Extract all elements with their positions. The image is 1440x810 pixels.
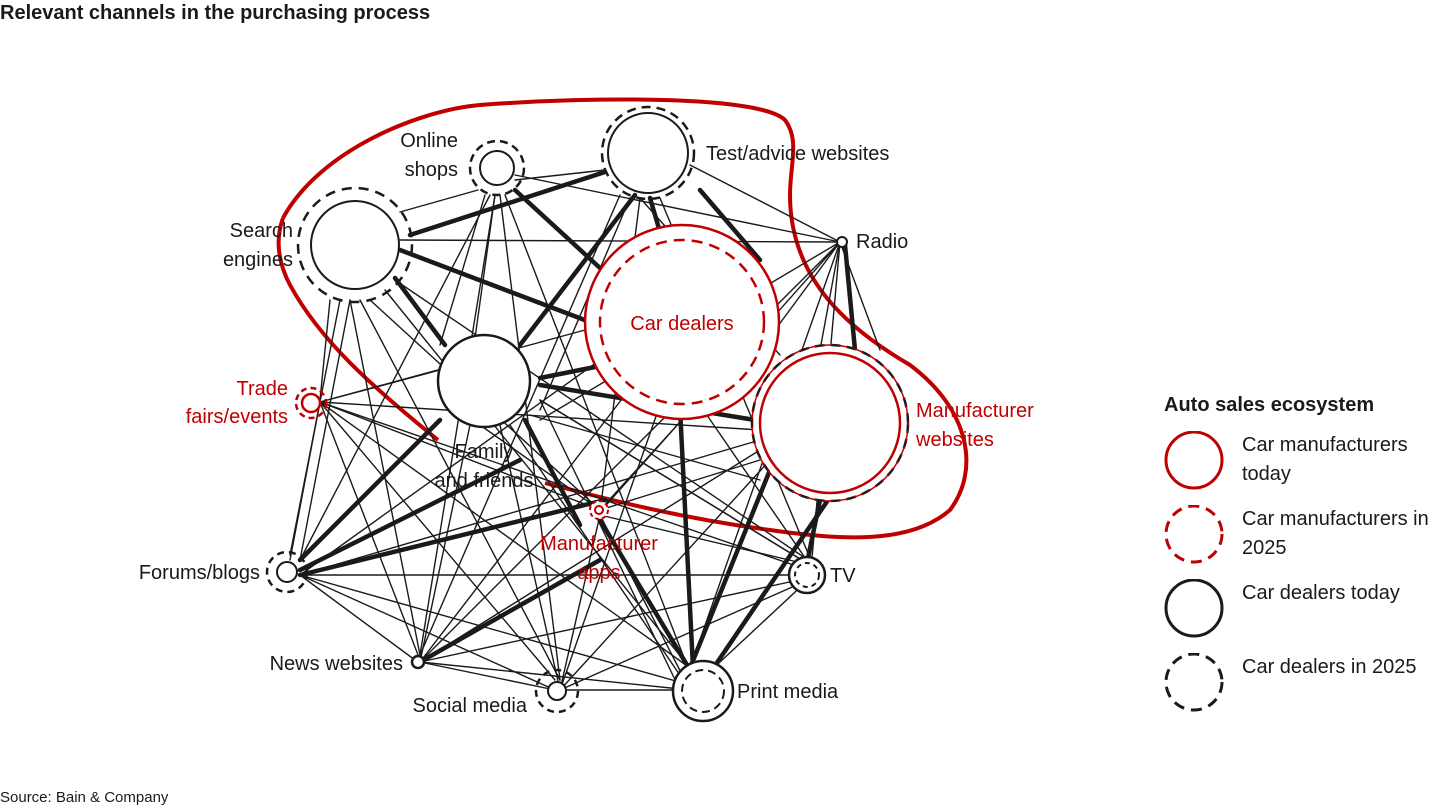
news-websites-node	[410, 654, 426, 670]
legend-title: Auto sales ecosystem	[1164, 394, 1375, 416]
family-friends-label-line2: and friends	[435, 470, 534, 492]
radio-label: Radio	[856, 231, 908, 253]
manufacturer-apps-label-line2: apps	[577, 562, 620, 584]
legend-swatch-red-dashed	[1164, 505, 1224, 564]
print-media-node	[671, 659, 735, 723]
social-media-node	[534, 668, 580, 714]
car-dealers-node	[583, 223, 781, 421]
ecosystem-network-diagram: Test/advice websites Online shops Search…	[139, 97, 1034, 723]
manufacturer-websites-label-line2: websites	[915, 429, 994, 451]
test-advice-websites-label: Test/advice websites	[706, 143, 889, 165]
forums-blogs-node	[265, 550, 309, 594]
search-engines-node	[296, 186, 414, 304]
tv-label: TV	[830, 565, 856, 587]
source-note: Source: Bain & Company	[0, 789, 169, 806]
trade-fairs-label-line2: fairs/events	[186, 406, 288, 428]
chart-title: Relevant channels in the purchasing proc…	[0, 2, 431, 24]
family-friends-label-line1: Family	[455, 441, 514, 463]
online-shops-label-line1: Online	[400, 130, 458, 152]
car-dealers-label: Car dealers	[630, 313, 733, 335]
legend-label: Car manufacturers in 2025	[1242, 508, 1429, 559]
family-friends-node	[436, 333, 532, 429]
online-shops-node	[468, 139, 526, 197]
search-engines-label-line2: engines	[223, 249, 293, 271]
legend-item-manufacturers-today: Car manufacturers today	[1164, 431, 1440, 505]
legend-item-dealers-2025: Car dealers in 2025	[1164, 653, 1440, 727]
legend-label: Car dealers in 2025	[1242, 656, 1417, 678]
trade-fairs-node	[294, 386, 328, 420]
manufacturer-apps-label-line1: Manufacturer	[540, 533, 658, 555]
social-media-label: Social media	[412, 695, 527, 717]
online-shops-label-line2: shops	[405, 159, 458, 181]
manufacturer-apps-node	[589, 500, 609, 520]
test-advice-websites-node	[600, 105, 696, 201]
forums-blogs-label: Forums/blogs	[139, 562, 260, 584]
legend-swatch-black-dashed	[1164, 653, 1224, 712]
legend-item-manufacturers-2025: Car manufacturers in 2025	[1164, 505, 1440, 579]
manufacturer-websites-node	[750, 343, 910, 503]
manufacturer-websites-label-line1: Manufacturer	[916, 400, 1034, 422]
legend: Auto sales ecosystem Car manufacturers t…	[1164, 394, 1440, 727]
trade-fairs-label-line1: Trade	[236, 378, 288, 400]
legend-label: Car dealers today	[1242, 582, 1400, 604]
manufacturer-ecosystem-boundary	[276, 97, 969, 540]
legend-swatch-red-solid	[1164, 431, 1224, 490]
radio-node	[836, 236, 848, 248]
print-media-label: Print media	[737, 681, 839, 703]
tv-node	[787, 555, 827, 595]
legend-item-dealers-today: Car dealers today	[1164, 579, 1440, 653]
legend-label: Car manufacturers today	[1242, 434, 1408, 485]
news-websites-label: News websites	[270, 653, 403, 675]
search-engines-label-line1: Search	[230, 220, 293, 242]
legend-swatch-black-solid	[1164, 579, 1224, 638]
